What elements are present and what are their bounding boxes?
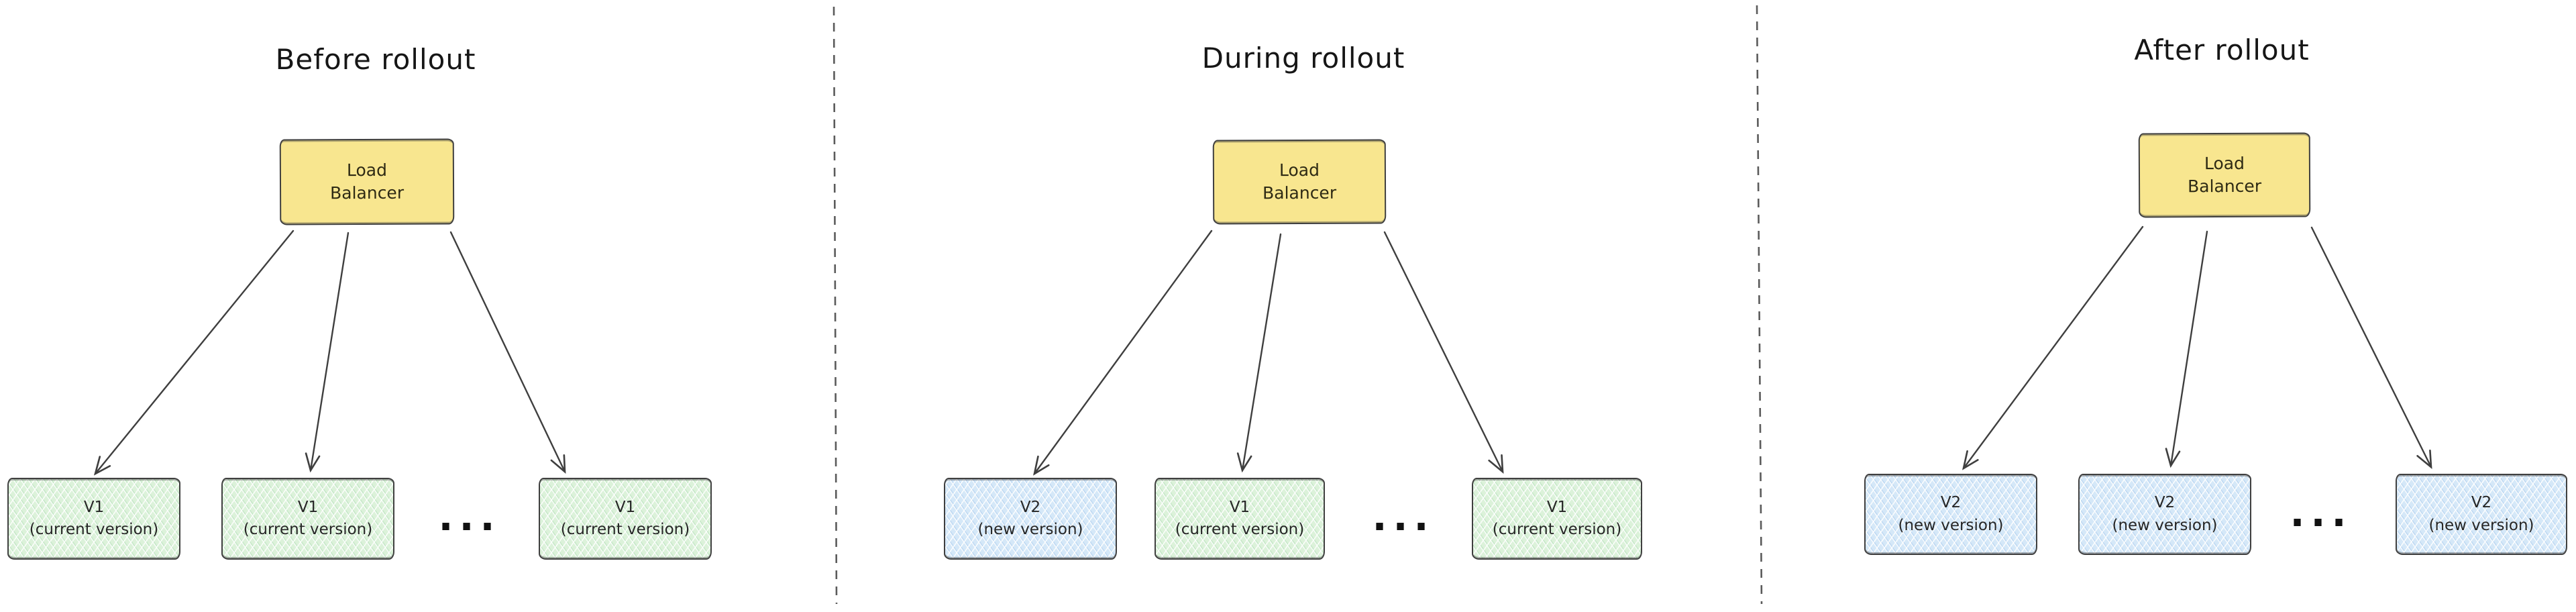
arrow-lb-to-server-3 [1383, 231, 1504, 474]
server-version-label: V2 [2154, 494, 2176, 512]
arrow-lb-to-server-3 [2310, 226, 2432, 469]
panel-divider [1756, 5, 1763, 605]
server-box-v2-new: V2 (new version) [1864, 474, 2037, 555]
server-note-label: (new version) [2112, 516, 2218, 534]
server-box-v1-current: V1 (current version) [1472, 478, 1642, 560]
load-balancer-label: Load Balancer [1263, 160, 1337, 203]
panel-title: Before rollout [275, 43, 476, 76]
server-version-label: V1 [1229, 498, 1250, 516]
load-balancer-box: Load Balancer [2138, 132, 2311, 218]
load-balancer-label: Load Balancer [330, 160, 405, 203]
arrow-lb-to-server-3 [449, 231, 566, 474]
server-box-v2-new: V2 (new version) [944, 478, 1117, 560]
server-box-v1-current: V1 (current version) [1155, 478, 1325, 560]
panel-divider [833, 6, 838, 605]
server-note-label: (current version) [29, 521, 159, 538]
server-version-label: V2 [2471, 494, 2492, 512]
load-balancer-label: Load Balancer [2188, 154, 2262, 197]
server-box-v1-current: V1 (current version) [221, 478, 394, 560]
server-version-label: V1 [297, 498, 319, 516]
server-box-v2-new: V2 (new version) [2078, 474, 2251, 555]
load-balancer-box: Load Balancer [279, 138, 455, 225]
server-box-v1-current: V1 (current version) [539, 478, 712, 560]
server-version-label: V1 [1546, 498, 1568, 516]
server-note-label: (current version) [560, 521, 690, 538]
server-version-label: V1 [614, 498, 636, 516]
server-version-label: V2 [1020, 498, 1041, 516]
server-note-label: (current version) [1492, 521, 1622, 538]
panel-title: After rollout [2134, 34, 2310, 66]
server-box-v1-current: V1 (current version) [7, 478, 180, 560]
load-balancer-box: Load Balancer [1212, 139, 1387, 225]
server-note-label: (new version) [977, 521, 1083, 538]
server-version-label: V2 [1940, 494, 1962, 512]
arrow-lb-to-server-2 [1236, 233, 1282, 473]
server-note-label: (current version) [1175, 521, 1305, 538]
server-box-v2-new: V2 (new version) [2396, 474, 2567, 555]
server-note-label: (new version) [1898, 516, 2004, 534]
server-version-label: V1 [83, 498, 105, 516]
arrow-lb-to-server-1 [1962, 225, 2144, 470]
arrow-lb-to-server-2 [2165, 230, 2208, 468]
arrow-lb-to-server-1 [93, 230, 294, 476]
panel-title: During rollout [1201, 42, 1405, 74]
arrow-lb-to-server-1 [1033, 230, 1213, 476]
server-note-label: (new version) [2428, 516, 2534, 534]
server-note-label: (current version) [243, 521, 373, 538]
arrow-lb-to-server-2 [305, 232, 350, 473]
